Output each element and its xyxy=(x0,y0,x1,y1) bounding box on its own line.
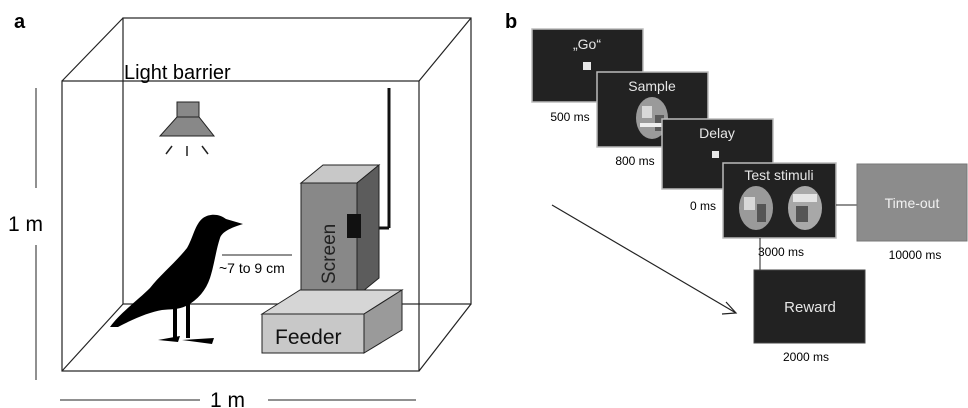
light-barrier-label: Light barrier xyxy=(124,62,231,84)
panel-b-letter: b xyxy=(505,11,517,33)
test-stimuli-screen xyxy=(722,162,837,239)
timeout-screen xyxy=(856,163,968,242)
test-stimuli-label: Test stimuli xyxy=(744,167,813,183)
crow-silhouette xyxy=(110,214,243,344)
delay-label: Delay xyxy=(699,125,735,141)
height-label: 1 m xyxy=(8,213,43,236)
delay-duration: 0 ms xyxy=(690,199,716,213)
reward-label: Reward xyxy=(784,299,836,316)
width-label: 1 m xyxy=(210,389,245,408)
timeout-duration: 10000 ms xyxy=(889,248,942,262)
go-duration: 500 ms xyxy=(550,110,589,124)
screen-label: Screen xyxy=(319,224,340,284)
light-barrier-lamp xyxy=(158,101,216,156)
reward-screen xyxy=(753,269,866,344)
distance-label: ~7 to 9 cm xyxy=(219,260,285,276)
screen-block xyxy=(299,163,381,298)
reward-duration: 2000 ms xyxy=(783,350,829,364)
test-duration: 3000 ms xyxy=(758,245,804,259)
feeder-label: Feeder xyxy=(275,326,342,349)
go-label: „Go“ xyxy=(573,36,601,52)
sequence-arrow xyxy=(551,204,738,315)
panel-a-letter: a xyxy=(14,11,26,33)
sample-duration: 800 ms xyxy=(615,154,654,168)
feeder-block xyxy=(260,289,404,354)
sample-label: Sample xyxy=(628,78,676,94)
timeout-label: Time-out xyxy=(885,195,940,211)
